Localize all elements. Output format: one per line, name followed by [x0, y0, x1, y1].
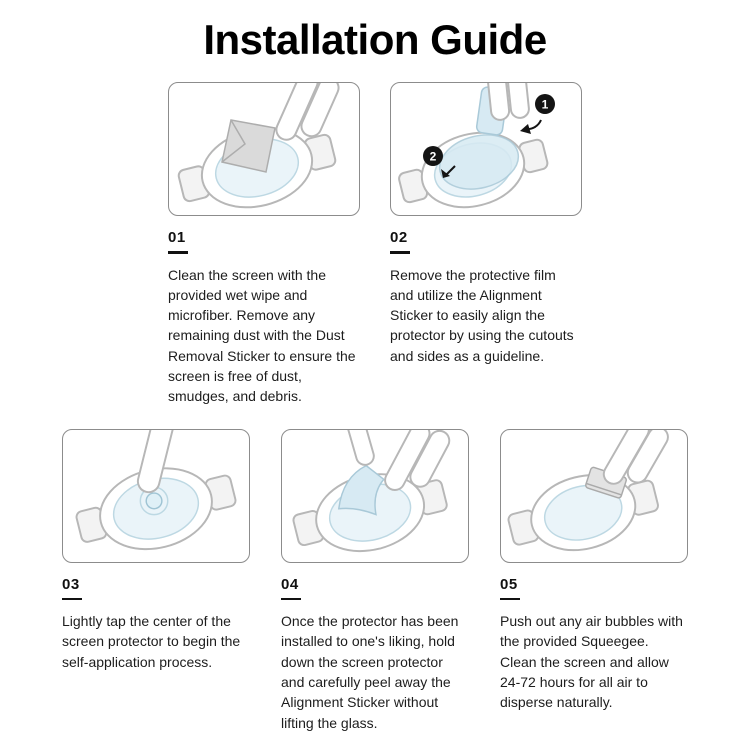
step-03-illustration — [75, 429, 237, 550]
step-05-rule — [500, 597, 520, 601]
step-01-description: Clean the screen with the provided wet w… — [168, 266, 356, 405]
step-01-rule — [168, 251, 188, 254]
page-title: Installation Guide — [203, 16, 547, 63]
step-05-number: 05 — [500, 575, 518, 593]
hand-icon — [343, 429, 451, 491]
step-04-number: 04 — [281, 575, 299, 593]
svg-text:1: 1 — [542, 98, 549, 112]
step-01-illustration — [177, 83, 340, 209]
step-05-illustration — [507, 429, 669, 551]
wipe-cloth-icon — [221, 119, 276, 173]
step-03-figure — [62, 428, 250, 563]
hand-icon — [275, 83, 340, 141]
svg-text:2: 2 — [430, 150, 437, 164]
step-03-rule — [62, 597, 82, 601]
step-05-figure — [500, 428, 688, 563]
step-04-rule — [281, 597, 301, 601]
hand-icon — [485, 83, 530, 121]
peel-film-icon — [337, 464, 385, 516]
step-01-figure — [168, 82, 360, 216]
diagonal-arrow-head — [441, 169, 450, 178]
step-05-description: Push out any air bubbles with the provid… — [500, 613, 683, 711]
curved-arrow-head — [520, 124, 531, 134]
step-02-description: Remove the protective film and utilize t… — [390, 266, 574, 364]
step-02-number: 02 — [390, 229, 408, 246]
step-03-description: Lightly tap the center of the screen pro… — [62, 613, 241, 670]
step-03-number: 03 — [62, 575, 80, 593]
step-04: 04 Once the protector has been installed… — [281, 428, 469, 733]
finger-icon — [136, 429, 176, 493]
step-01: 01 Clean the screen with the provided we… — [168, 82, 360, 407]
step-03: 03 Lightly tap the center of the screen … — [62, 428, 250, 733]
step-04-description: Once the protector has been installed to… — [281, 613, 459, 731]
step-04-figure — [281, 428, 469, 563]
badge-1: 1 — [535, 94, 555, 114]
step-05: 05 Push out any air bubbles with the pro… — [500, 428, 688, 733]
hand-icon — [602, 429, 669, 485]
step-02-rule — [390, 251, 410, 254]
step-02-illustration: 1 2 — [398, 83, 555, 209]
step-02: 1 2 02 Remove the protective film and ut… — [390, 82, 582, 407]
steps-row-2: 03 Lightly tap the center of the screen … — [0, 428, 750, 733]
watch-icon — [507, 473, 659, 551]
step-01-number: 01 — [168, 229, 186, 246]
badge-2: 2 — [423, 146, 443, 166]
steps-row-1: 01 Clean the screen with the provided we… — [0, 82, 750, 407]
step-04-illustration — [292, 429, 451, 552]
protective-film-icon — [438, 134, 520, 190]
step-02-figure: 1 2 — [390, 82, 582, 216]
